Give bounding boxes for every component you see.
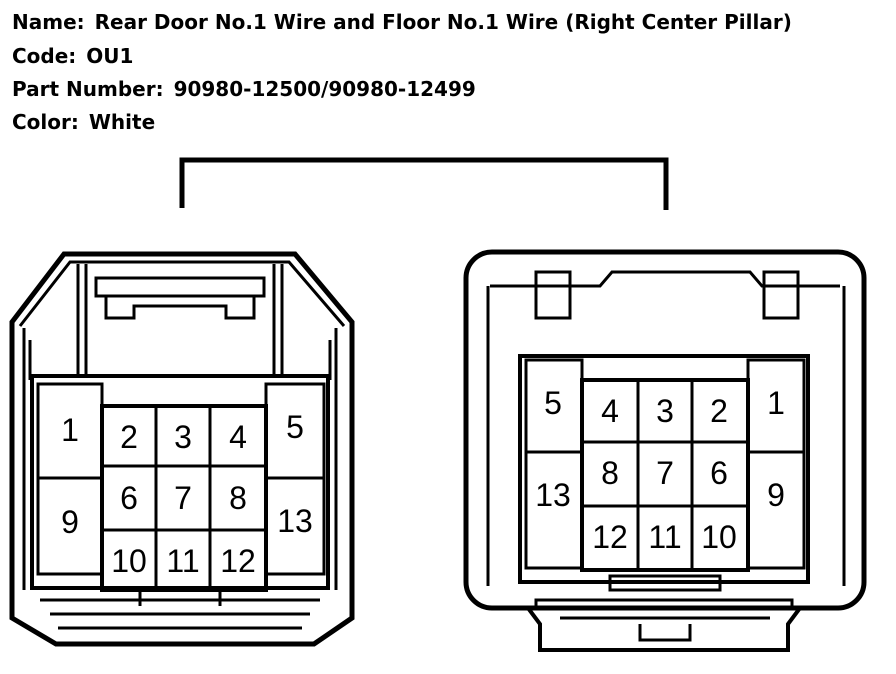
left-side-ribs	[28, 340, 332, 380]
code-label: Code:	[12, 44, 77, 68]
right-lock-base	[534, 598, 794, 608]
right-top-rim	[490, 270, 840, 288]
right-pin-2: 2	[710, 393, 728, 429]
right-latch-slot-left	[534, 270, 572, 320]
left-latch-rails	[76, 264, 284, 376]
left-center-block	[100, 404, 268, 592]
connector-color-line: Color: White	[12, 110, 155, 134]
right-side-walls	[486, 286, 846, 586]
right-bottom-key	[608, 574, 722, 592]
connector-name-line: Name: Rear Door No.1 Wire and Floor No.1 …	[12, 10, 792, 34]
mating-bracket	[179, 157, 669, 210]
right-lock-release	[638, 624, 692, 642]
left-pin-7: 7	[174, 480, 192, 516]
left-pin-9: 9	[61, 504, 79, 540]
right-pin-11: 11	[648, 519, 681, 555]
left-center-grid	[102, 406, 266, 590]
part-number-value: 90980-12500/90980-12499	[173, 77, 476, 101]
left-connector-housing	[9, 251, 355, 647]
left-latch-rails-inner	[84, 264, 276, 376]
part-number-line: Part Number: 90980-12500/90980-12499	[12, 77, 476, 101]
left-pin-13: 13	[277, 503, 313, 539]
left-pin-10: 10	[111, 543, 147, 579]
left-lock-tab	[94, 276, 266, 298]
left-pin-1: 1	[61, 412, 79, 448]
right-pin-9: 9	[767, 477, 785, 513]
left-pin-3: 3	[174, 419, 192, 455]
right-center-block	[580, 378, 750, 572]
left-pin-4: 4	[229, 419, 247, 455]
right-connector	[463, 249, 867, 652]
left-pin-labels: 1 2 3 4 5 6 7 8 9 10 11 12 13	[61, 409, 313, 579]
right-connector-housing	[463, 249, 867, 611]
right-latch-slot-right	[762, 270, 800, 320]
part-number-label: Part Number:	[12, 77, 164, 101]
left-lock-tab-teeth	[104, 296, 256, 320]
connector-code-line: Code: OU1	[12, 44, 133, 68]
left-pin-2: 2	[120, 419, 138, 455]
color-label: Color:	[12, 110, 79, 134]
name-value: Rear Door No.1 Wire and Floor No.1 Wire …	[94, 10, 792, 34]
right-pin-labels: 1 2 3 4 5 6 7 8 9 10 11 12 13	[535, 385, 785, 555]
right-pin-7: 7	[656, 455, 674, 491]
code-value: OU1	[86, 44, 134, 68]
right-pin-1: 1	[767, 385, 785, 421]
right-pin-8: 8	[601, 455, 619, 491]
right-pin-10: 10	[701, 519, 737, 555]
right-pin-6: 6	[710, 455, 728, 491]
right-terminal-cavity	[518, 354, 810, 584]
left-housing-inner-edge	[18, 260, 346, 327]
right-pin-3: 3	[656, 393, 674, 429]
left-pin-11: 11	[166, 543, 199, 579]
left-pin-5: 5	[286, 409, 304, 445]
name-label: Name:	[12, 10, 85, 34]
right-pin-5: 5	[544, 385, 562, 421]
right-pin-13: 13	[535, 477, 571, 513]
left-side-walls	[22, 328, 338, 590]
right-pin-4: 4	[601, 393, 619, 429]
right-pin-12: 12	[592, 519, 628, 555]
right-center-grid	[582, 380, 748, 570]
right-lock-arm	[526, 606, 802, 652]
left-bottom-flanges	[40, 598, 320, 630]
left-bottom-tabs	[138, 592, 222, 606]
left-pin-12: 12	[220, 543, 256, 579]
color-value: White	[88, 110, 156, 134]
left-pin-8: 8	[229, 480, 247, 516]
left-pin-6: 6	[120, 480, 138, 516]
left-connector	[9, 251, 355, 647]
